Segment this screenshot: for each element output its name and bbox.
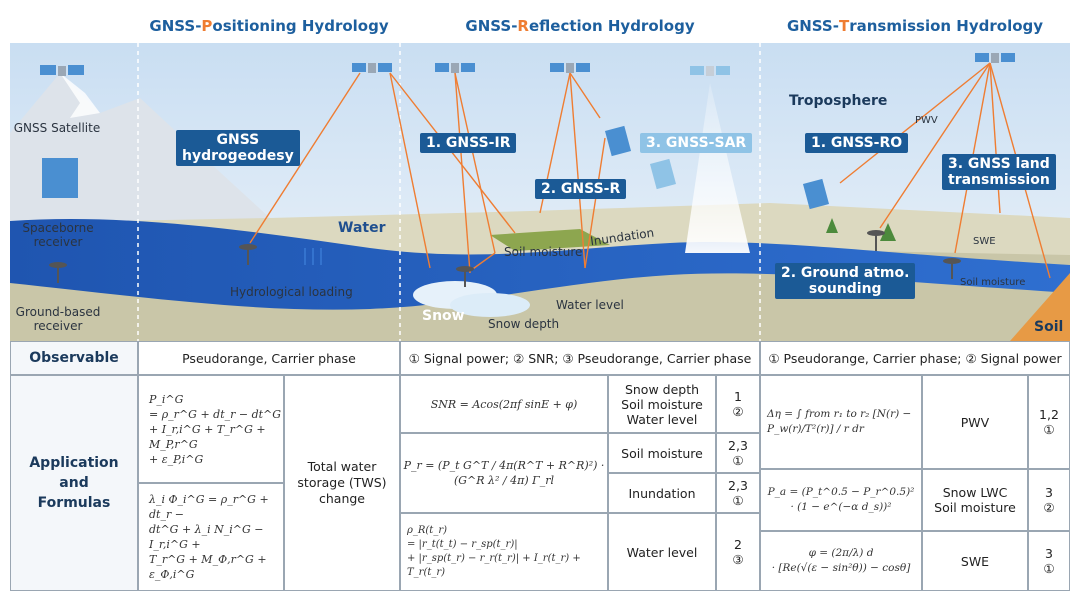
header-post: ositioning Hydrology <box>212 17 389 35</box>
spaceborne-receiver-icon <box>649 158 677 190</box>
troposphere-label: Troposphere <box>789 93 888 109</box>
application-head: Application and Formulas <box>10 375 138 591</box>
soil-wedge <box>1010 273 1070 341</box>
observables-table: Observable Pseudorange, Carrier phase ① … <box>10 341 1070 591</box>
snow-label: Snow <box>422 308 465 324</box>
soil-moisture-transmission-label: Soil moisture <box>960 277 1026 288</box>
ground-receiver-icon <box>943 258 961 279</box>
transmission-application: SWE <box>922 531 1028 591</box>
legend-spaceborne-receiver: Spaceborne receiver <box>22 221 94 249</box>
header-post: ransmission Hydrology <box>849 17 1044 35</box>
spaceborne-receiver-icon <box>802 178 830 210</box>
header-accent: T <box>838 17 850 35</box>
scene-illustration <box>10 43 1070 341</box>
ground-receiver-icon <box>456 266 474 287</box>
reflection-formula-snr: SNR = Acos(2πf sinE + φ) <box>400 375 608 433</box>
loading-arrows-icon <box>304 248 322 265</box>
transmission-formula-pwv: Δη = ∫ from r₁ to r₂ [N(r) − P_w(r)/T²(r… <box>760 375 922 469</box>
water-label: Water <box>338 220 386 236</box>
header-pre: GNSS- <box>786 17 839 35</box>
tree-icon <box>880 223 896 241</box>
tree-icon <box>826 218 838 233</box>
gnss-r-box: 2. GNSS-R <box>535 179 627 199</box>
reflection-formula-range: ρ_R(t_r) = |r_t(t_t) − r_sp(t_r)| + |r_s… <box>400 513 608 591</box>
river <box>10 219 1070 310</box>
snow-depth-label: Snow depth <box>488 317 560 331</box>
hydrological-loading-label: Hydrological loading <box>230 285 353 299</box>
satellite-icon <box>975 53 1015 63</box>
satellite-icon <box>690 66 730 76</box>
pwv-label: PWV <box>915 115 938 126</box>
header-accent: P <box>201 17 213 35</box>
header-pre: GNSS- <box>465 17 518 35</box>
swe-label: SWE <box>973 236 996 247</box>
transmission-index: 1,2 ① <box>1028 375 1070 469</box>
observable-head: Observable <box>10 341 138 375</box>
ground-receiver-icon <box>239 244 257 265</box>
hydrology-scene: GNSS Satellite Spaceborne receiver Groun… <box>10 43 1070 341</box>
transmission-application: Snow LWC Soil moisture <box>922 469 1028 531</box>
transmission-formula-attenuation: P_a = (P_t^0.5 − P_r^0.5)² · (1 − e^(−α … <box>760 469 922 531</box>
reflection-index: 2 ③ <box>716 513 760 591</box>
ground-receiver-icon <box>49 262 67 283</box>
positioning-formula-carrier-phase: λ_i Φ_i^G = ρ_r^G + dt_r − dt^G + λ_i N_… <box>138 483 284 591</box>
reflection-application: Snow depth Soil moisture Water level <box>608 375 716 433</box>
observable-reflection: ① Signal power; ② SNR; ③ Pseudorange, Ca… <box>400 341 760 375</box>
snow-mound <box>450 293 530 317</box>
satellite-icon <box>435 63 475 73</box>
ground-atmo-sounding-box: 2. Ground atmo. sounding <box>775 263 916 299</box>
reflection-index: 1 ② <box>716 375 760 433</box>
legend-gnss-satellite: GNSS Satellite <box>13 121 101 135</box>
observable-positioning: Pseudorange, Carrier phase <box>138 341 400 375</box>
legend-ground-receiver: Ground-based receiver <box>15 305 101 333</box>
spaceborne-receiver-icon <box>604 125 632 157</box>
reflection-application: Inundation <box>608 473 716 513</box>
gnss-land-transmission-box: 3. GNSS land transmission <box>942 154 1056 190</box>
transmission-application: PWV <box>922 375 1028 469</box>
observable-transmission: ① Pseudorange, Carrier phase; ② Signal p… <box>760 341 1070 375</box>
ground-receiver-icon <box>867 230 885 251</box>
spaceborne-receiver-icon <box>42 158 78 198</box>
header-post: eflection Hydrology <box>528 17 695 35</box>
sar-beam <box>685 83 750 253</box>
header-accent: R <box>517 17 529 35</box>
header-pre: GNSS- <box>149 17 202 35</box>
soil-moisture-label: Soil moisture <box>504 245 583 259</box>
reflection-formula-power: P_r = (P_t G^T / 4π(R^T + R^R)²) · (G^R … <box>400 433 608 513</box>
reflection-index: 2,3 ① <box>716 473 760 513</box>
gnss-sar-box: 3. GNSS-SAR <box>640 133 753 153</box>
soil-moisture-field <box>490 229 610 251</box>
soil-label: Soil <box>1034 319 1064 335</box>
reflection-index: 2,3 ① <box>716 433 760 473</box>
positioning-formula-pseudorange: P_i^G = ρ_r^G + dt_r − dt^G + I_r,i^G + … <box>138 375 284 483</box>
gnss-ir-box: 1. GNSS-IR <box>420 133 517 153</box>
water-level-label: Water level <box>556 298 624 312</box>
satellite-icon <box>352 63 392 73</box>
mountain-snow <box>60 73 100 118</box>
satellite-icon <box>40 65 84 76</box>
transmission-formula-phase: φ = (2π/λ) d · [Re(√(ε − sin²θ)) − cosθ] <box>760 531 922 591</box>
reflection-application: Water level <box>608 513 716 591</box>
gnss-ro-box: 1. GNSS-RO <box>805 133 909 153</box>
satellite-icon <box>550 63 590 73</box>
hydrogeodesy-box: GNSS hydrogeodesy <box>176 130 300 166</box>
transmission-index: 3 ① <box>1028 531 1070 591</box>
reflection-application: Soil moisture <box>608 433 716 473</box>
transmission-index: 3 ② <box>1028 469 1070 531</box>
positioning-application: Total water storage (TWS) change <box>284 375 400 591</box>
